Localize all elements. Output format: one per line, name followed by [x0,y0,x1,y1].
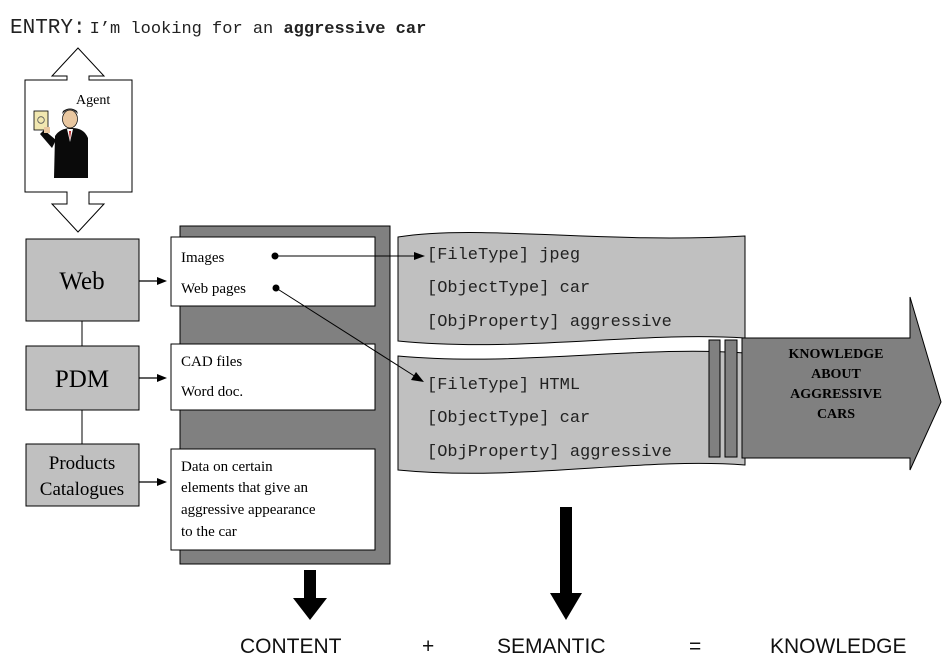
source-products-catalogues: Products Catalogues [25,443,140,507]
content-box-catalogues: Data on certain elements that give an ag… [170,448,376,551]
equation-semantic: SEMANTIC [497,635,606,658]
source-pdm: PDM [25,345,140,411]
knowledge-line: ABOUT [811,367,861,382]
entry-prefix: ENTRY: [10,17,86,40]
equation-knowledge: KNOWLEDGE [770,635,907,658]
knowledge-line: CARS [817,407,855,422]
equation-plus: + [422,635,434,658]
knowledge-arrow-text: KNOWLEDGE ABOUT AGGRESSIVE CARS [789,347,884,422]
source-pdm-label: PDM [55,366,109,393]
content-item: Word doc. [181,384,243,400]
content-item: Data on certain [181,459,273,475]
semantic-line: [FileType] HTML [427,376,580,395]
semantic-line: [ObjectType] car [427,279,590,298]
semantic-banner-bottom [397,350,746,474]
source-web-label: Web [59,268,104,295]
equation-equals: = [689,635,701,658]
entry-query-bold: aggressive car [283,20,426,39]
entry-text: ENTRY:I’m looking for an aggressive car [10,17,426,40]
content-item: Web pages [181,281,246,297]
agent-label: Agent [76,93,110,108]
content-item: aggressive appearance [181,502,316,518]
semantic-line: [FileType] jpeg [427,246,580,265]
equation: CONTENT + SEMANTIC = KNOWLEDGE [240,635,907,658]
source-web: Web [25,238,140,322]
semantic-line: [ObjectType] car [427,409,590,428]
source-catalogues-label: Catalogues [40,479,124,500]
content-item: elements that give an [181,480,309,496]
semantic-record-jpeg: [FileType] jpeg [ObjectType] car [ObjPro… [427,246,672,332]
knowledge-arrow [741,296,942,471]
content-box-web: Images Web pages [170,236,376,307]
knowledge-line: KNOWLEDGE [789,347,884,362]
source-products-label: Products [49,453,116,474]
content-box-pdm: CAD files Word doc. [170,343,376,411]
content-item: to the car [181,524,237,540]
content-item: CAD files [181,354,242,370]
semantic-line: [ObjProperty] aggressive [427,443,672,462]
content-item: Images [181,250,224,266]
knowledge-line: AGGRESSIVE [790,387,882,402]
semantic-down-arrow [550,507,582,620]
content-down-arrow [293,570,327,620]
equation-content: CONTENT [240,635,342,658]
banner-bar [724,339,738,458]
agent-icon [33,108,88,178]
content-semantic-links [271,252,425,382]
source-to-content-arrows [139,277,167,486]
semantic-line: [ObjProperty] aggressive [427,313,672,332]
banner-bar [708,339,721,458]
entry-query: I’m looking for an [90,20,284,39]
semantic-record-html: [FileType] HTML [ObjectType] car [ObjPro… [427,376,672,462]
